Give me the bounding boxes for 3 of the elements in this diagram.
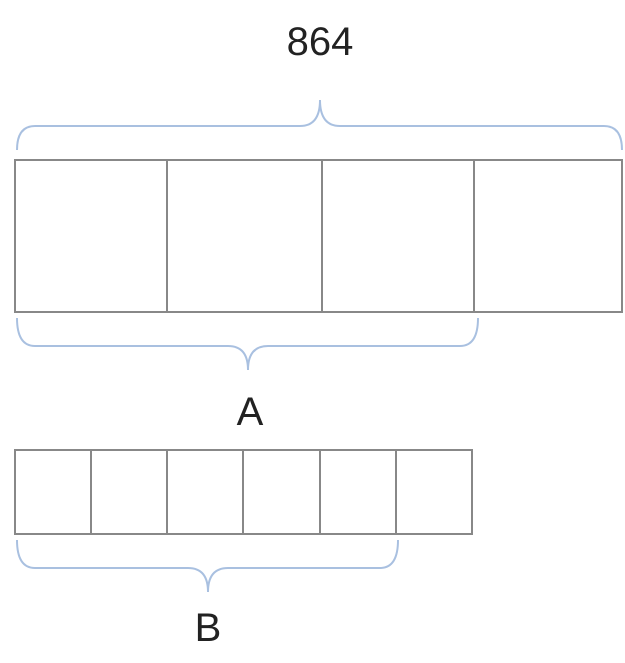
part-label: A [236,392,264,432]
part-label: B [194,608,222,648]
quantity-label: 864 [286,22,354,62]
